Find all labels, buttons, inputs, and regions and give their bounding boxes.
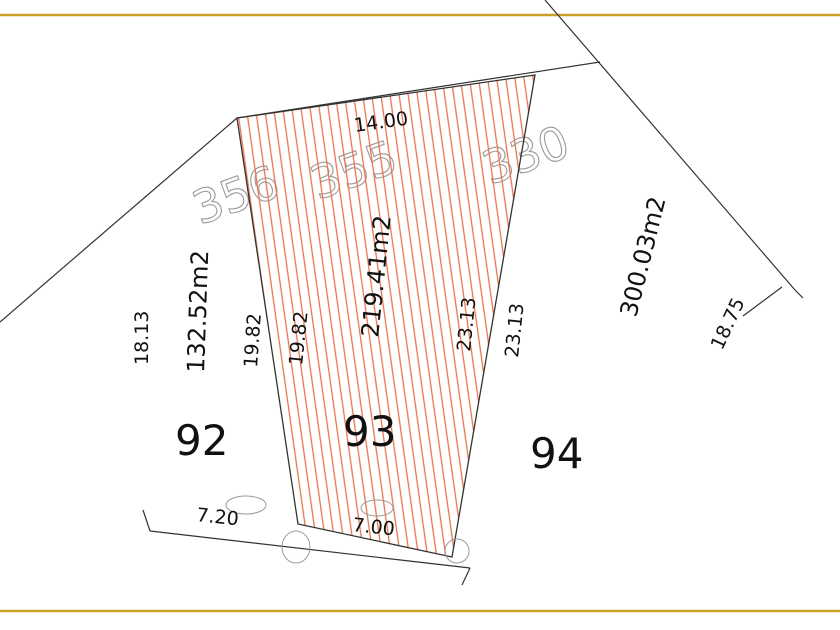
lot-93-parcel bbox=[236, 74, 536, 558]
lot-94-number: 94 bbox=[530, 429, 583, 478]
boundary-bottom-tick bbox=[461, 567, 471, 586]
lot-92-number: 92 bbox=[175, 416, 228, 465]
corner-mark-93c bbox=[444, 538, 470, 564]
lot-92-right-dimension: 19.82 bbox=[240, 313, 266, 369]
corner-mark-93b bbox=[360, 499, 394, 517]
corner-mark-92 bbox=[225, 495, 267, 515]
corner-mark-93a bbox=[281, 530, 311, 564]
lot-94-right-dimension: 18.75 bbox=[707, 295, 750, 354]
lot-94-area: 300.03m2 bbox=[615, 194, 672, 320]
boundary-left-tick bbox=[142, 509, 151, 532]
lot-94-left-dimension: 23.13 bbox=[501, 302, 529, 358]
frontage-94 bbox=[742, 286, 783, 317]
lot-92-left-dimension: 18.13 bbox=[131, 311, 153, 365]
boundary-upper-left bbox=[0, 117, 238, 323]
boundary-top bbox=[236, 61, 601, 119]
lot-92-front-dimension: 7.20 bbox=[195, 504, 239, 530]
boundary-right-end bbox=[794, 289, 804, 299]
corner-marks bbox=[225, 495, 470, 564]
lot-93-number: 93 bbox=[343, 407, 396, 456]
lot-92-area: 132.52m2 bbox=[182, 250, 214, 374]
boundary-diagonal-right bbox=[544, 0, 796, 291]
lot-93-front-dimension: 7.00 bbox=[351, 514, 395, 540]
